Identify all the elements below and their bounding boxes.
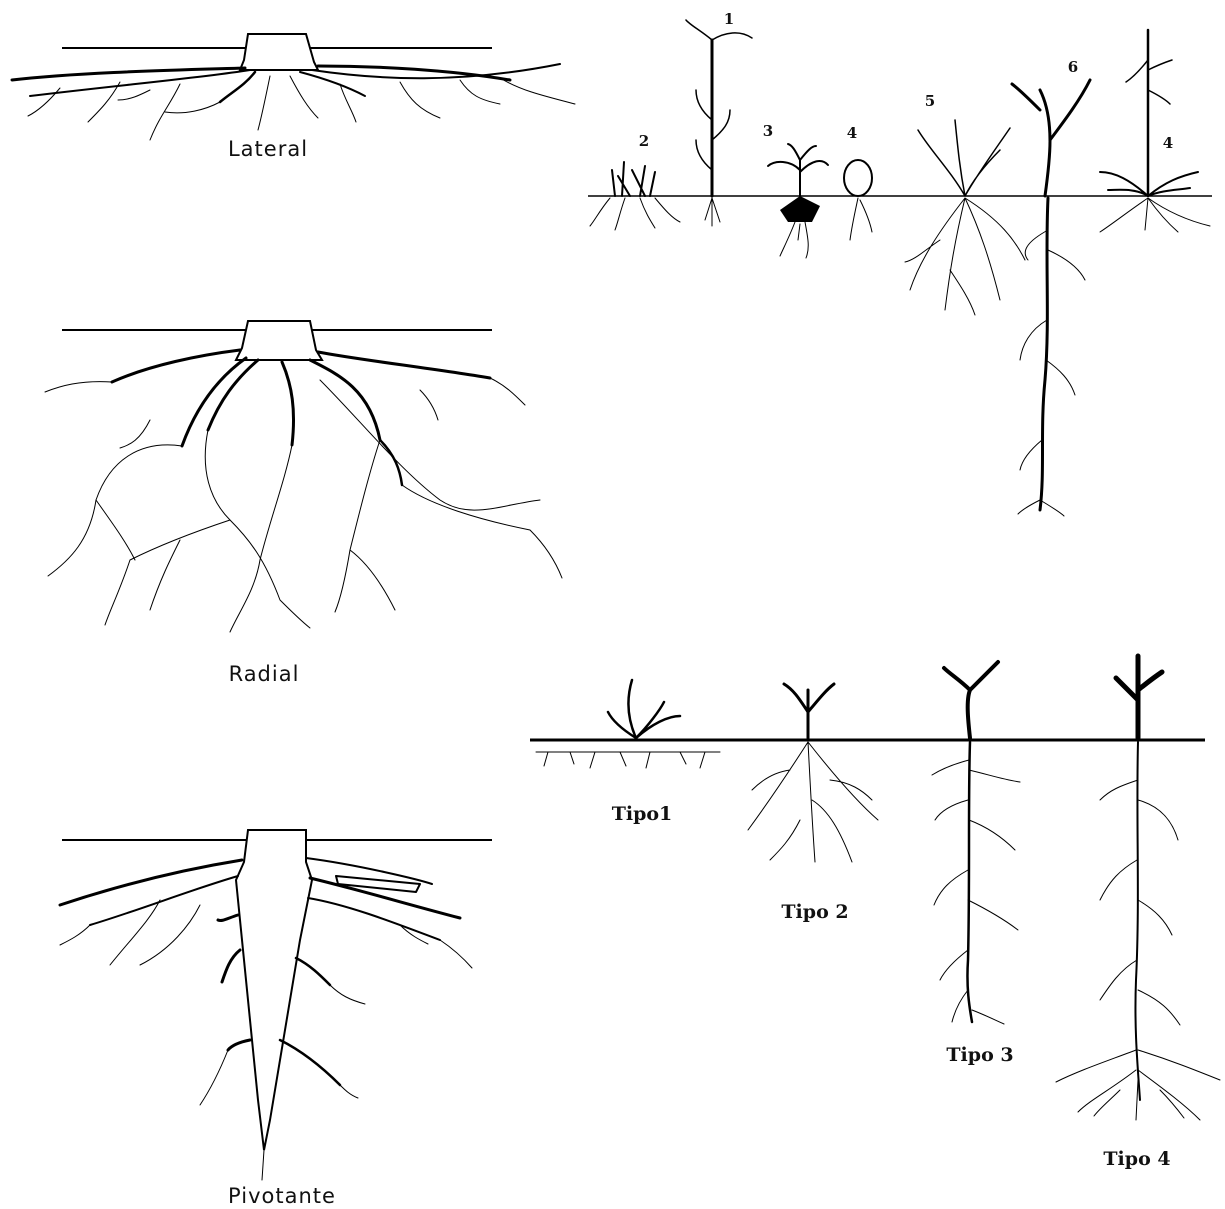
plant-root-depth-diagram [588,20,1212,516]
root-type-diagram [530,656,1220,1120]
plant-number-6: 6 [1068,58,1078,76]
plant-number-3: 3 [763,122,773,140]
tipo2-label: Tipo 2 [781,901,848,923]
tipo3-label: Tipo 3 [946,1044,1013,1066]
plant-number-1: 1 [724,10,734,28]
tipo4-label: Tipo 4 [1103,1148,1170,1170]
plant-number-5: 5 [925,92,935,110]
pivotante-label: Pivotante [228,1184,336,1208]
radial-root-diagram [45,321,562,632]
plant-number-4a: 4 [847,124,857,142]
lateral-label: Lateral [228,137,308,161]
radial-label: Radial [229,662,300,686]
pivotante-root-diagram [60,830,492,1180]
plant-number-2: 2 [639,132,649,150]
plant-number-4b: 4 [1163,134,1173,152]
tipo1-label: Tipo1 [612,803,673,825]
lateral-root-diagram [12,34,575,140]
